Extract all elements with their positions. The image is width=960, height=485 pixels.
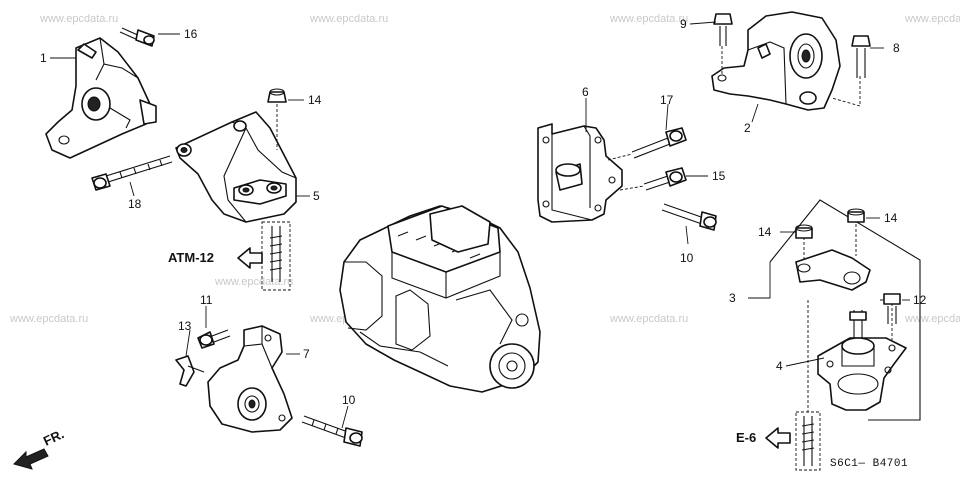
part-4-mount-rubber	[817, 310, 907, 411]
bolt-10-lower	[301, 415, 363, 447]
callout-13: 13	[178, 319, 192, 333]
part-5-bracket	[175, 111, 297, 223]
callout-7: 7	[303, 347, 310, 361]
bolt-11	[197, 329, 231, 349]
callout-8: 8	[893, 41, 900, 55]
part-7-mount	[207, 325, 293, 433]
bolt-16	[119, 27, 155, 47]
part-3-mount-assembly	[769, 199, 921, 421]
part-6-bracket	[537, 123, 623, 223]
watermark: www.epcdata.ru	[609, 313, 688, 325]
callout-9: 9	[680, 17, 687, 31]
bolt-9	[713, 13, 733, 46]
nut-14-upper	[267, 88, 287, 150]
nut-14-right	[847, 208, 865, 223]
callout-14-left: 14	[758, 225, 772, 239]
bolt-17	[607, 127, 687, 161]
part-1-mount	[45, 37, 157, 159]
bolt-10-upper	[661, 203, 717, 231]
watermarks: www.epcdata.ru www.epcdata.ru www.epcdat…	[9, 13, 960, 325]
callout-5: 5	[313, 189, 320, 203]
reference-e6: E-6	[736, 427, 791, 449]
engine-block	[339, 205, 541, 393]
watermark: www.epcdata.ru	[39, 13, 118, 25]
callout-17: 17	[660, 93, 674, 107]
diagram-code: S6C1— B4701	[830, 458, 908, 470]
reference-atm: ATM-12	[168, 247, 263, 269]
bolt-8	[851, 35, 871, 78]
callout-16: 16	[184, 27, 198, 41]
clip-13	[175, 355, 205, 387]
callouts: 1 2 3 4 5 6 7 8 9 10 10 11 12 13 14 14 1…	[40, 17, 927, 407]
callout-4: 4	[776, 359, 783, 373]
watermark: www.epcdata.ru	[9, 313, 88, 325]
bolt-12	[883, 293, 901, 324]
callout-10-lower: 10	[342, 393, 356, 407]
callout-10-upper: 10	[680, 251, 694, 265]
front-arrow-icon	[13, 448, 49, 470]
front-label: FR.	[41, 426, 66, 448]
hollow-arrow-icon	[765, 427, 791, 449]
part-2-mount	[711, 11, 861, 111]
callout-1: 1	[40, 51, 47, 65]
stud-e6	[795, 300, 821, 471]
atm-reference-label: ATM-12	[168, 250, 214, 265]
e6-reference-label: E-6	[736, 430, 756, 445]
watermark: www.epcdata.ru	[309, 13, 388, 25]
bolt-18	[91, 155, 173, 191]
bolt-15	[619, 167, 687, 191]
callout-14-right: 14	[884, 211, 898, 225]
callout-12: 12	[913, 293, 927, 307]
callout-18: 18	[128, 197, 142, 211]
watermark: www.epcdata.ru	[904, 313, 960, 325]
callout-6: 6	[582, 85, 589, 99]
watermark: www.epcdata.ru	[904, 13, 960, 25]
nut-14-left	[795, 224, 813, 239]
callout-2: 2	[744, 121, 751, 135]
callout-3: 3	[729, 291, 736, 305]
watermark: www.epcdata.ru	[214, 276, 293, 288]
callout-15: 15	[712, 169, 726, 183]
callout-14-upper: 14	[308, 93, 322, 107]
leader-lines	[50, 21, 910, 429]
front-indicator: FR.	[13, 426, 66, 470]
callout-11: 11	[200, 293, 213, 307]
watermark: www.epcdata.ru	[609, 13, 688, 25]
hollow-arrow-icon	[237, 247, 263, 269]
